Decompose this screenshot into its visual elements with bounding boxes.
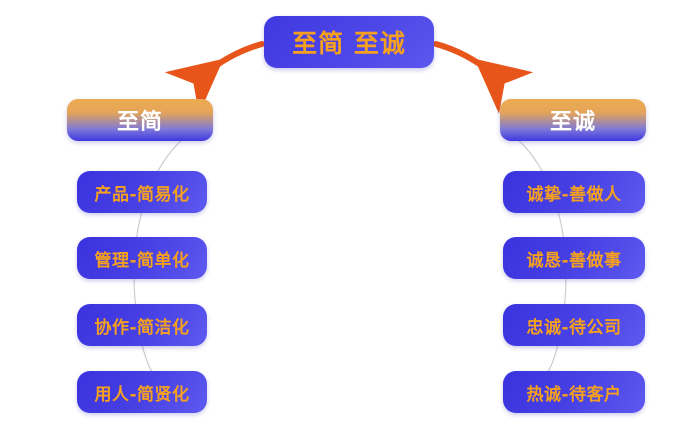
leaf-node-left-2[interactable]: 管理-简单化: [77, 237, 207, 279]
leaf-node-right-2[interactable]: 诚恳-善做事: [503, 237, 645, 279]
arrow-root-to-left: [164, 41, 265, 114]
arrow-root-to-right: [433, 41, 534, 114]
leaf-node-left-3[interactable]: 协作-简洁化: [77, 304, 207, 346]
branch-header-right[interactable]: 至诚: [500, 99, 646, 141]
leaf-node-left-1[interactable]: 产品-简易化: [77, 171, 207, 213]
leaf-node-left-4[interactable]: 用人-简贤化: [77, 371, 207, 413]
branch-header-left[interactable]: 至简: [67, 99, 213, 141]
leaf-node-right-3[interactable]: 忠诚-待公司: [503, 304, 645, 346]
leaf-node-right-4[interactable]: 热诚-待客户: [503, 371, 645, 413]
leaf-node-right-1[interactable]: 诚挚-善做人: [503, 171, 645, 213]
root-node[interactable]: 至简 至诚: [264, 16, 434, 68]
